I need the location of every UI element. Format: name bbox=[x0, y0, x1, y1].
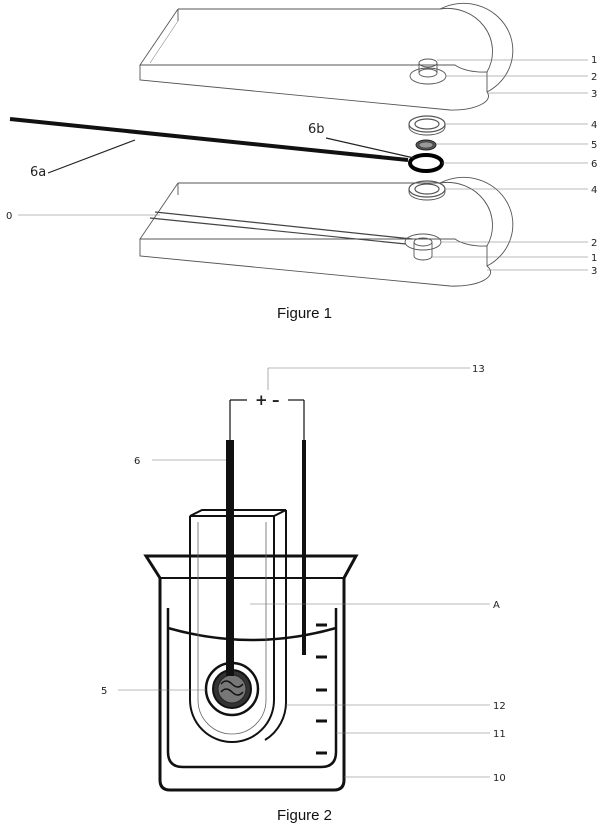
label-6: 6 bbox=[134, 456, 140, 467]
label-6a: 6a bbox=[30, 165, 46, 180]
label-4-top: 4 bbox=[591, 120, 597, 131]
test-tube bbox=[189, 509, 288, 743]
label-12: 12 bbox=[493, 701, 506, 712]
bottom-plate bbox=[139, 176, 514, 287]
label-3-top: 3 bbox=[591, 89, 597, 100]
label-A: A bbox=[493, 600, 500, 611]
label-2-bottom: 2 bbox=[591, 238, 597, 249]
washer-bottom bbox=[408, 180, 446, 201]
label-5: 5 bbox=[591, 140, 597, 151]
label-0: 0 bbox=[6, 211, 12, 222]
label-4-bottom: 4 bbox=[591, 185, 597, 196]
counter-electrode bbox=[302, 400, 306, 655]
label-11: 11 bbox=[493, 729, 506, 740]
label-6b: 6b bbox=[308, 122, 325, 137]
bottom-electrode-holder bbox=[404, 233, 442, 261]
top-plate bbox=[139, 2, 514, 111]
electrode-wire bbox=[9, 117, 409, 162]
label-2-top: 2 bbox=[591, 72, 597, 83]
polarity-plus: + bbox=[255, 391, 268, 409]
working-electrode-wire bbox=[226, 400, 234, 676]
figure-2-labels: 13 + – 6 A 5 12 11 10 Figure 2 bbox=[101, 364, 506, 824]
mesh-disc bbox=[415, 139, 437, 151]
figure-1-leaders bbox=[18, 59, 588, 271]
label-5: 5 bbox=[101, 686, 107, 697]
power-supply bbox=[230, 367, 470, 401]
label-1-bottom: 1 bbox=[591, 253, 597, 264]
figure-2 bbox=[118, 367, 490, 792]
graduation-marks bbox=[316, 623, 327, 755]
polarity-minus: – bbox=[272, 391, 280, 409]
figure-1-caption: Figure 1 bbox=[277, 305, 332, 322]
figure-2-caption: Figure 2 bbox=[277, 807, 332, 824]
solution bbox=[166, 608, 338, 769]
washer-top bbox=[408, 115, 446, 136]
label-13: 13 bbox=[472, 364, 485, 375]
label-3-bottom: 3 bbox=[591, 266, 597, 277]
figure-2-leaders bbox=[118, 459, 490, 778]
electrode-ring bbox=[408, 153, 444, 173]
top-electrode-holder bbox=[409, 58, 447, 85]
label-1-top: 1 bbox=[591, 55, 597, 66]
label-10: 10 bbox=[493, 773, 506, 784]
figure-1-labels: 1 2 3 4 5 6 4 2 1 3 0 6a 6b Figure 1 bbox=[6, 55, 597, 322]
label-6: 6 bbox=[591, 159, 597, 170]
electrode-mesh bbox=[204, 661, 260, 717]
figure-1 bbox=[9, 2, 588, 287]
